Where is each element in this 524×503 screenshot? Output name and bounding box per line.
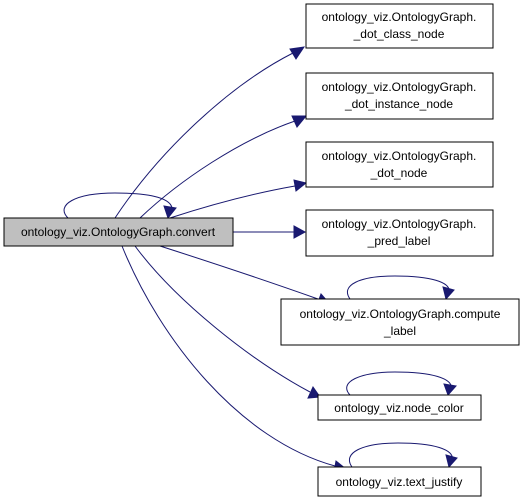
node-text-justify[interactable]: ontology_viz.text_justify: [317, 466, 482, 497]
edge-convert-to-compute-label: [159, 245, 330, 306]
node-dot-class-node-line1: ontology_viz.OntologyGraph.: [322, 10, 477, 24]
node-dot-node-line1: ontology_viz.OntologyGraph.: [322, 149, 477, 163]
node-text-justify-label: ontology_viz.text_justify: [336, 475, 463, 489]
node-pred-label-line2: _pred_label: [367, 234, 431, 248]
node-dot-class-node-line2: _dot_class_node: [353, 27, 445, 41]
node-compute-label-line2: _label: [383, 324, 416, 338]
node-dot-instance-node[interactable]: ontology_viz.OntologyGraph. _dot_instanc…: [305, 72, 494, 120]
node-dot-instance-node-line1: ontology_viz.OntologyGraph.: [322, 80, 477, 94]
edge-convert-to-dot-instance-node: [139, 115, 308, 219]
edge-text-justify-self-loop: [349, 442, 458, 469]
node-dot-node-line2: _dot_node: [370, 166, 428, 180]
edge-convert-to-node-color: [134, 245, 321, 399]
edge-convert-to-dot-class-node: [114, 46, 306, 219]
node-node-color-label: ontology_viz.node_color: [334, 401, 463, 415]
edge-node-color-self-loop: [346, 371, 457, 396]
edge-compute-label-self-loop: [347, 275, 455, 301]
edge-convert-to-text-justify: [121, 245, 348, 473]
node-convert-label: ontology_viz.OntologyGraph.convert: [21, 225, 216, 239]
edge-convert-self-loop: [63, 192, 177, 220]
node-convert[interactable]: ontology_viz.OntologyGraph.convert: [3, 217, 234, 247]
edge-convert-to-pred-label: [233, 225, 307, 239]
node-compute-label[interactable]: ontology_viz.OntologyGraph.compute _labe…: [280, 298, 520, 346]
node-dot-class-node[interactable]: ontology_viz.OntologyGraph. _dot_class_n…: [305, 3, 494, 49]
edge-convert-to-dot-node: [169, 179, 308, 219]
node-dot-node[interactable]: ontology_viz.OntologyGraph. _dot_node: [305, 141, 494, 188]
node-node-color[interactable]: ontology_viz.node_color: [317, 394, 482, 421]
node-pred-label-line1: ontology_viz.OntologyGraph.: [322, 217, 477, 231]
node-dot-instance-node-line2: _dot_instance_node: [344, 97, 453, 111]
node-pred-label[interactable]: ontology_viz.OntologyGraph. _pred_label: [305, 209, 494, 257]
node-compute-label-line1: ontology_viz.OntologyGraph.compute: [300, 307, 501, 321]
